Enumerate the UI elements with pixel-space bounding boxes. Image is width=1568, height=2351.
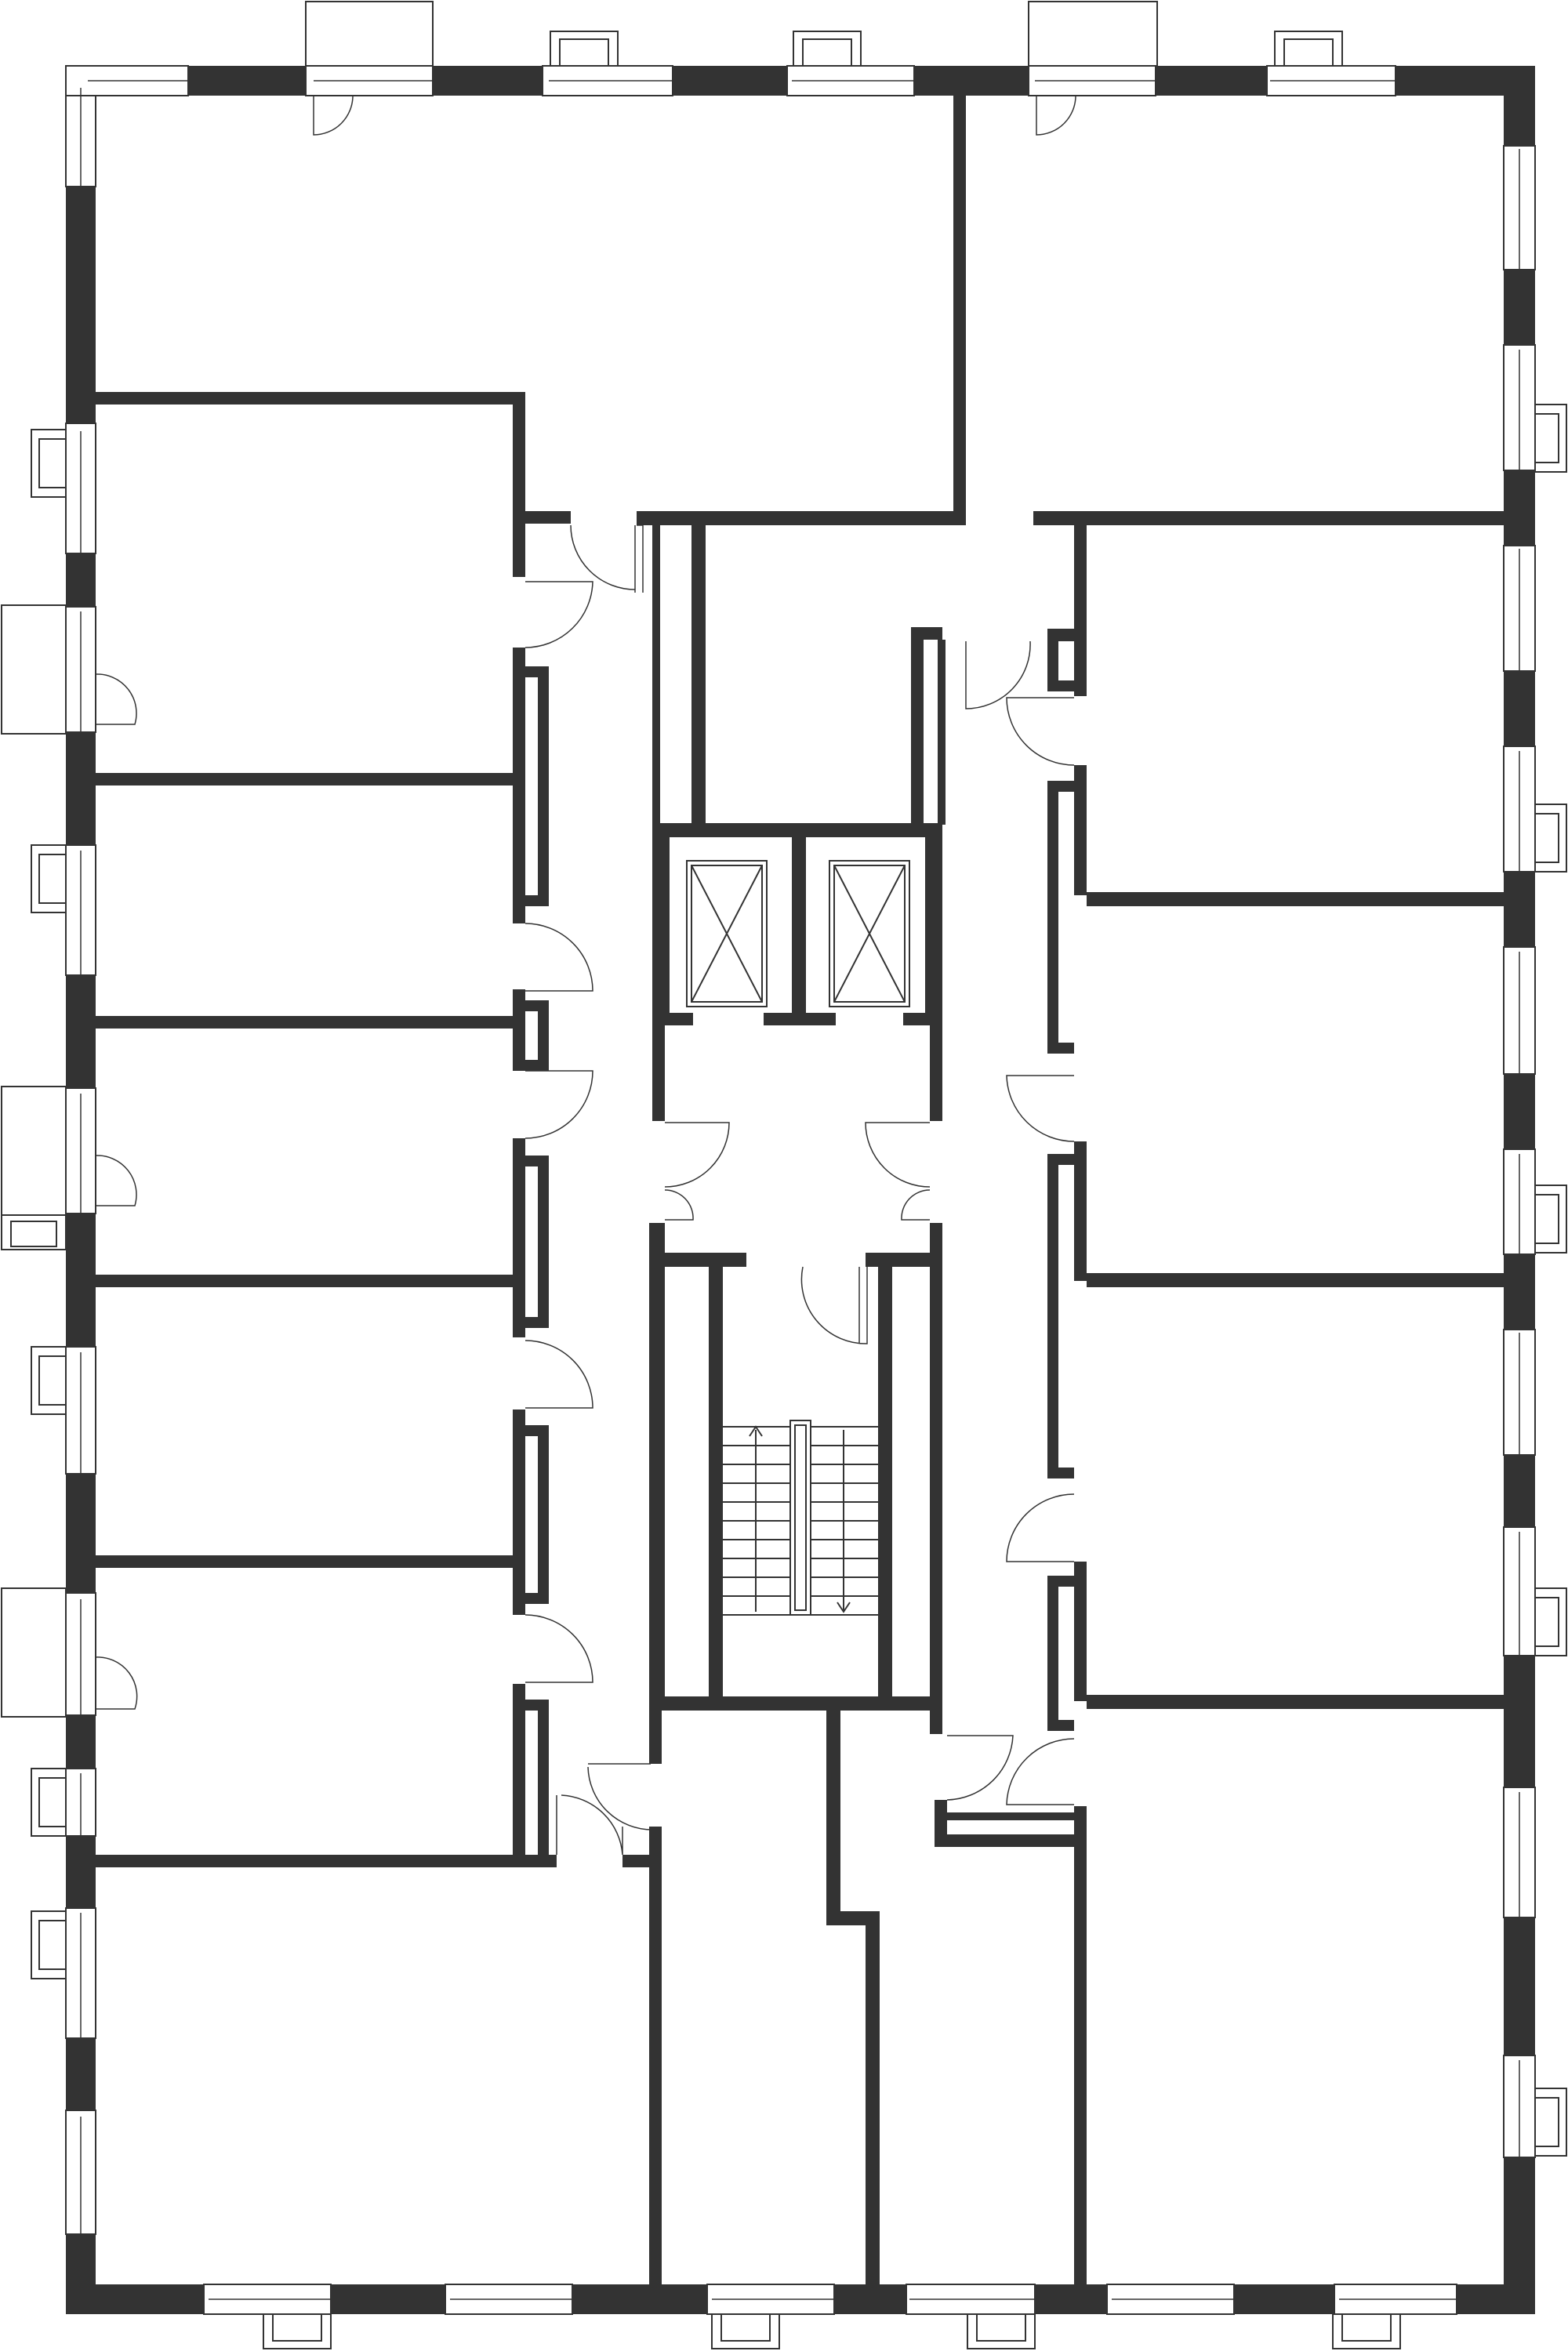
doors [95, 95, 1076, 1856]
right-apartment-walls [935, 781, 1504, 2284]
core-walls [652, 525, 946, 1286]
staircase [652, 1267, 942, 1734]
bottom-middle-walls [826, 1711, 880, 2284]
windows [65, 65, 1536, 2315]
exterior-walls [66, 66, 1535, 2314]
elevators [686, 860, 910, 1007]
top-apartment-walls [637, 96, 1504, 906]
left-apartment-walls [96, 392, 662, 2284]
